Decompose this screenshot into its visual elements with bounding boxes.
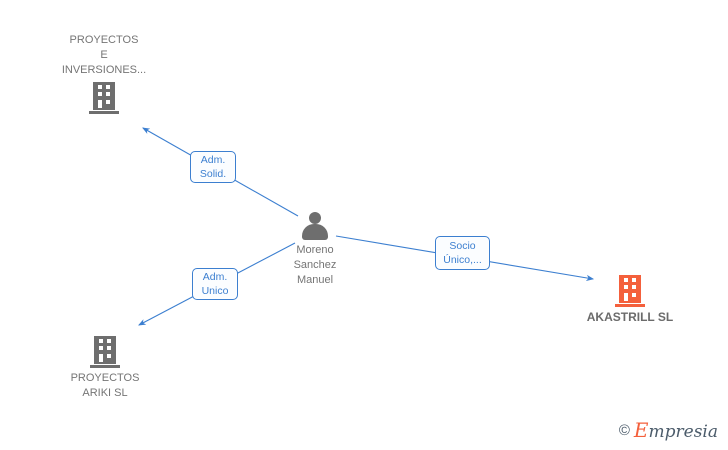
brand-initial: E [633,418,649,442]
node-moreno-sanchez-manuel[interactable]: Moreno Sanchez Manuel [283,212,347,288]
edge-label-adm-unico-line1: Adm. [202,271,228,283]
node-akastrill-sl[interactable]: AKASTRILL SL [584,275,676,325]
node-label-proyectos-e-inversiones: PROYECTOS E INVERSIONES... [61,34,147,76]
node-proyectos-e-inversiones[interactable]: PROYECTOS E INVERSIONES... [56,33,152,114]
person-icon [300,212,330,240]
edge-label-socio-unico[interactable]: Socio Único,... [435,236,490,270]
node-label-moreno-sanchez-manuel: Moreno Sanchez Manuel [293,244,337,286]
copyright-icon: © [618,421,630,439]
edge-label-adm-solid-line1: Adm. [200,154,226,166]
brand-wordmark: Empresia [634,418,718,442]
building-icon [615,275,645,307]
edge-label-adm-solid[interactable]: Adm. Solid. [190,151,236,183]
edge-label-adm-unico[interactable]: Adm. Unico [192,268,238,300]
watermark-empresia: © Empresia [619,418,718,442]
edge-label-adm-unico-line2: Unico [201,285,229,297]
edge-label-socio-unico-line2: Único,... [443,254,482,266]
node-label-proyectos-ariki-sl: PROYECTOS ARIKI SL [70,372,140,399]
brand-rest: mpresia [648,422,719,442]
node-label-akastrill-sl: AKASTRILL SL [586,310,674,324]
edge-label-socio-unico-line1: Socio [449,240,476,252]
edge-label-adm-solid-line2: Solid. [199,168,227,180]
building-icon [89,82,119,114]
building-icon [90,336,120,368]
node-proyectos-ariki-sl[interactable]: PROYECTOS ARIKI SL [59,336,151,401]
